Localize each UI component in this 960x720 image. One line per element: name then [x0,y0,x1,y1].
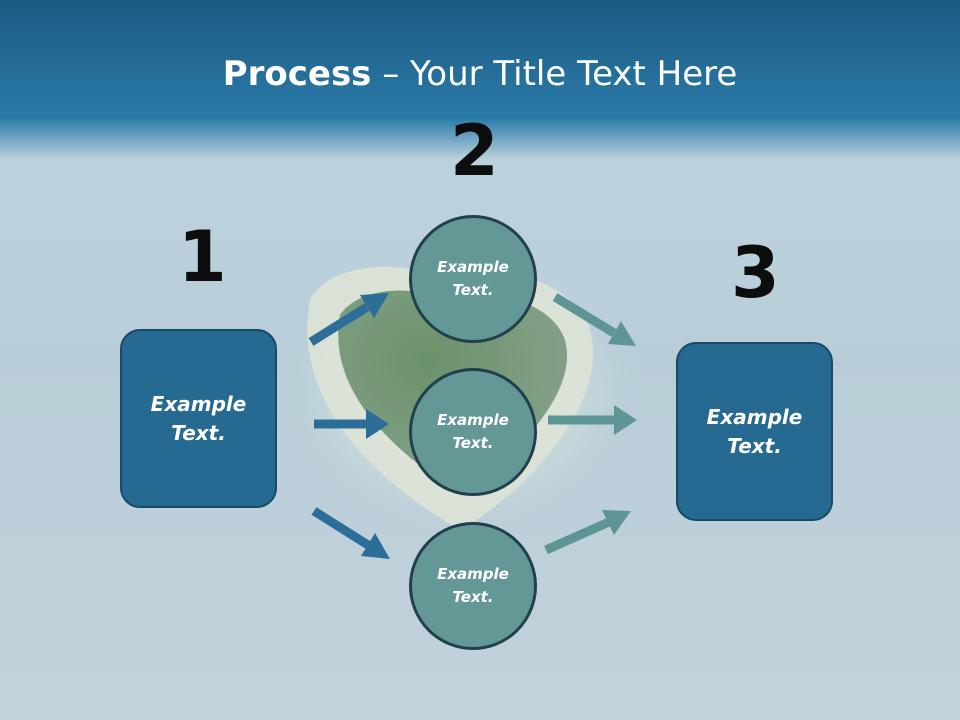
step-number-3: 3 [731,232,780,314]
circle-top: Example Text. [409,215,537,343]
start-box: Example Text. [120,329,277,508]
circle-top-text: Example Text. [437,258,509,299]
arrow-out-bottom [544,510,631,555]
arrow-in-top [308,293,389,346]
title-rest: – Your Title Text Here [371,54,738,94]
start-box-text: Example Text. [150,391,247,445]
circle-bottom-text: Example Text. [437,565,509,606]
step-number-2: 2 [450,110,499,192]
end-box-text: Example Text. [706,404,803,458]
slide-title: Process – Your Title Text Here [0,54,960,94]
circle-middle: Example Text. [409,368,537,496]
circle-middle-text: Example Text. [437,411,509,452]
arrow-out-middle [548,405,637,435]
end-box: Example Text. [676,342,833,521]
step-number-1: 1 [178,216,227,298]
arrow-out-top [552,293,636,346]
title-bold: Process [222,54,372,94]
arrow-in-bottom [311,507,390,559]
circle-bottom: Example Text. [409,522,537,650]
arrow-in-middle [314,409,389,439]
